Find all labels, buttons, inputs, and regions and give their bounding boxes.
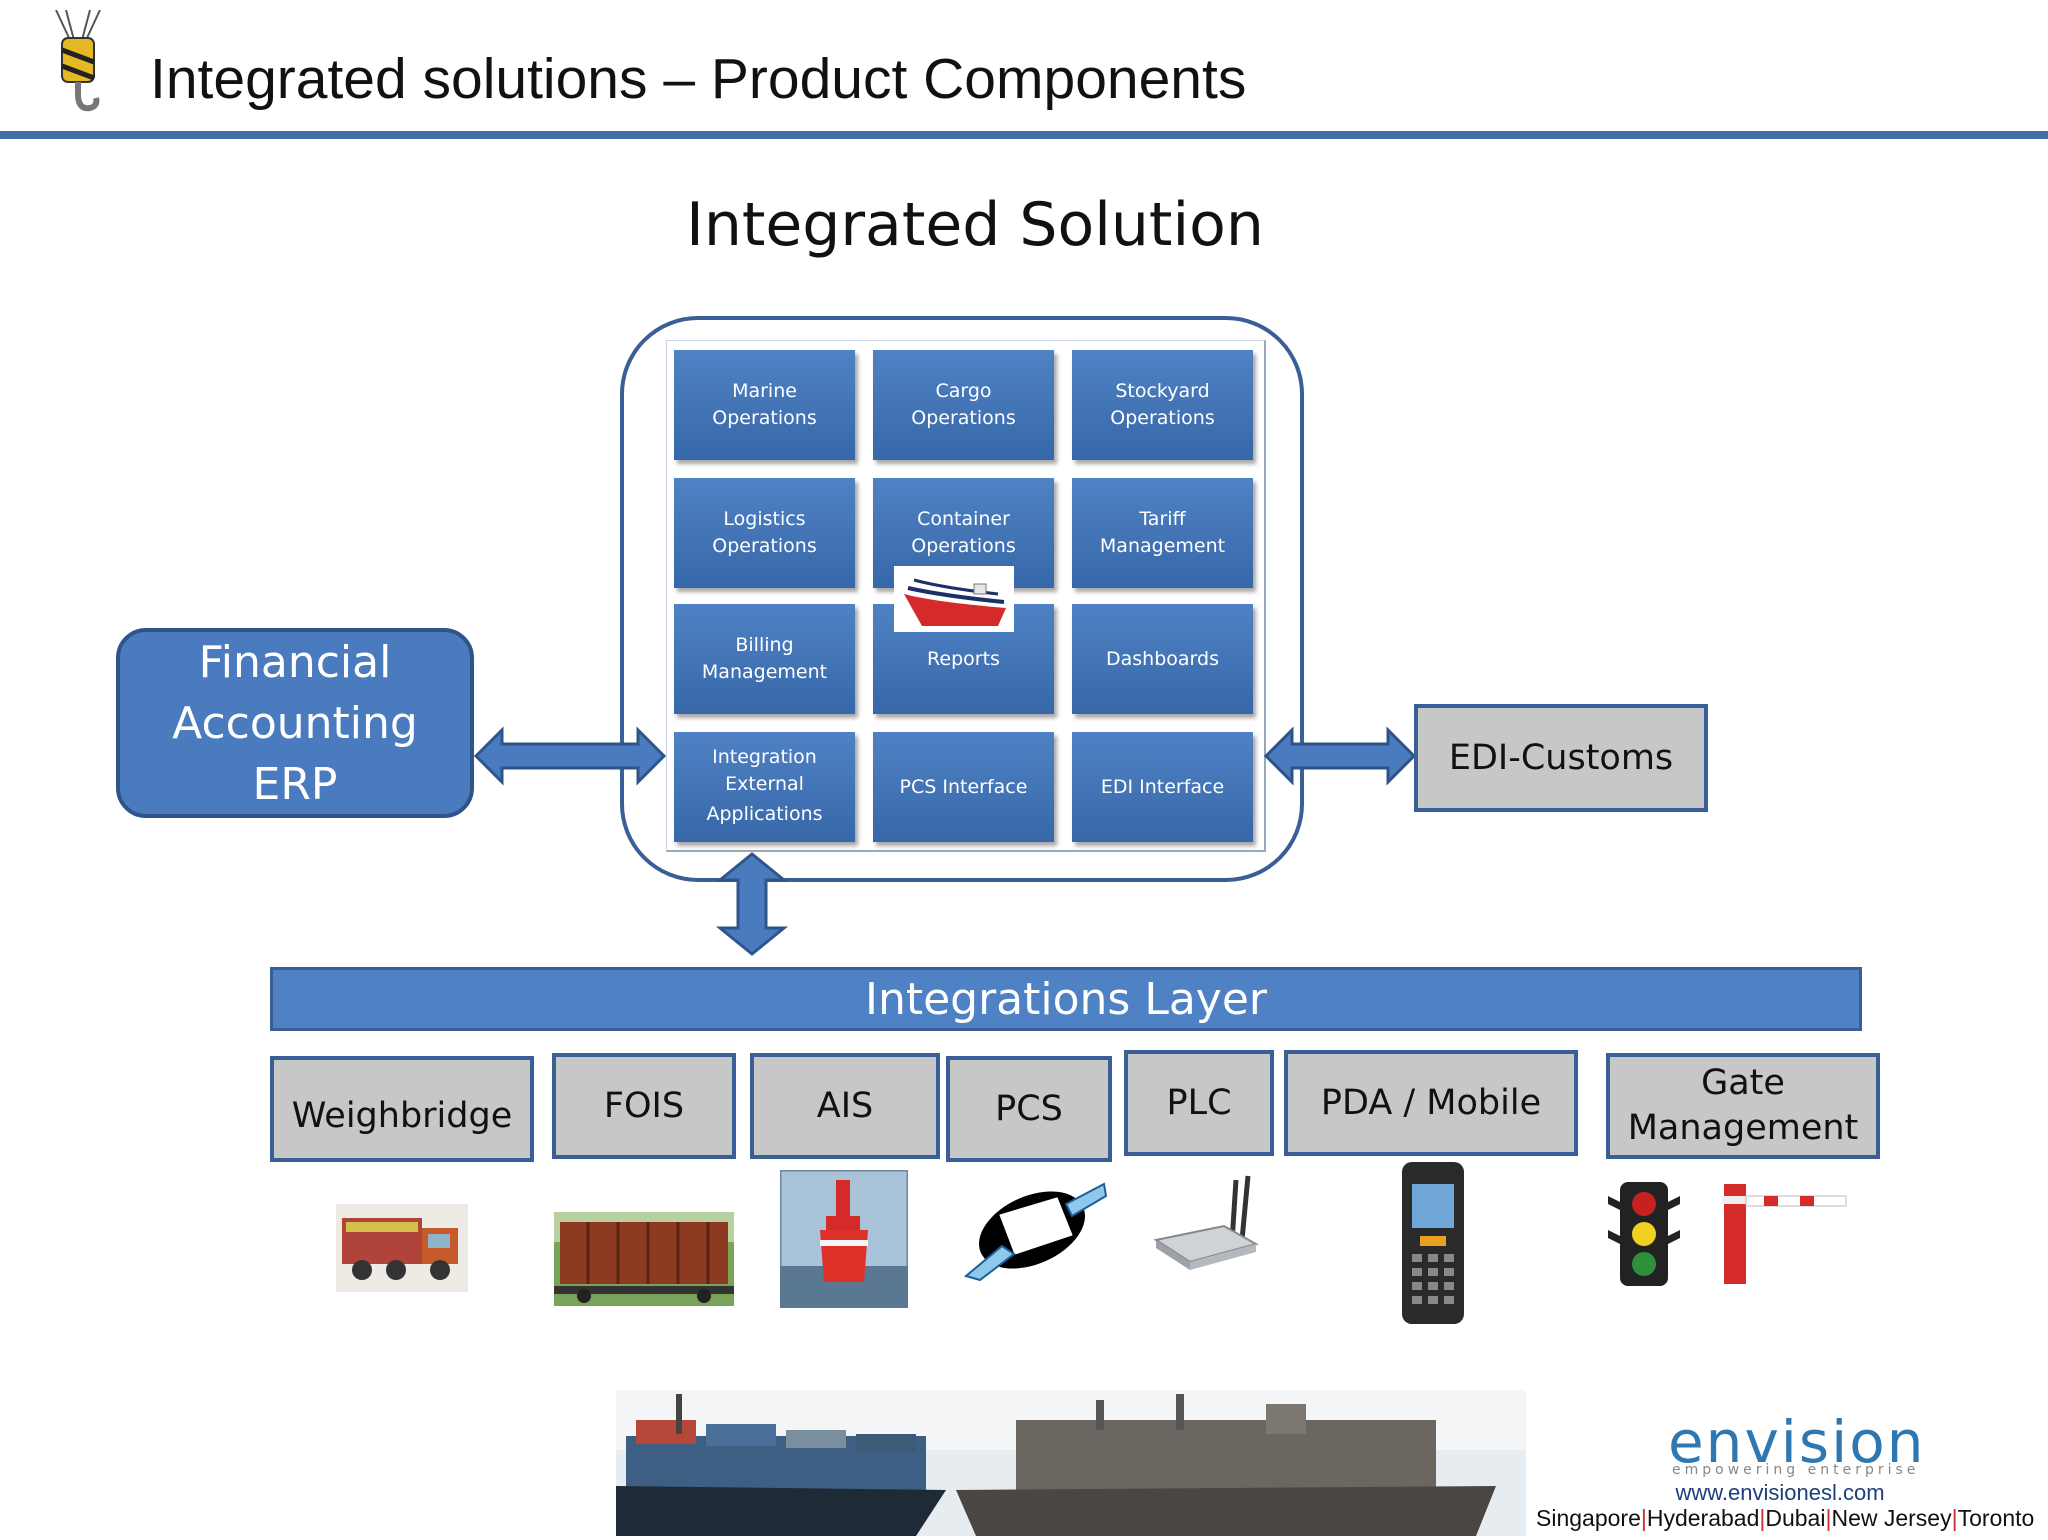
- tile-label: Stockyard: [1115, 380, 1210, 402]
- financial-label: Financial: [198, 636, 392, 688]
- tile-label: Cargo: [935, 380, 992, 402]
- tile-dashboards[interactable]: Dashboards: [1072, 604, 1253, 714]
- slide-title: Integrated solutions – Product Component…: [150, 47, 1247, 111]
- tile-label: Operations: [712, 407, 817, 429]
- tile-label: External: [725, 772, 804, 795]
- component-label: Gate: [1701, 1063, 1785, 1103]
- buoy-icon: [778, 1168, 910, 1310]
- container-ship-photo: [616, 1390, 1526, 1536]
- tile-label: Container: [917, 508, 1010, 530]
- office-cities: Singapore|Hyderabad|Dubai|New Jersey|Tor…: [1536, 1505, 2035, 1531]
- truck-icon: [336, 1204, 468, 1292]
- tile-label: Operations: [911, 407, 1016, 429]
- component-label: PLC: [1166, 1082, 1232, 1123]
- tile-label: Operations: [911, 535, 1016, 557]
- router-icon: [1150, 1170, 1260, 1280]
- component-label: Weighbridge: [291, 1095, 513, 1136]
- traffic-light-barrier-icon: [1604, 1176, 1850, 1288]
- tile-label: Management: [701, 661, 828, 683]
- rail-wagon-icon: [554, 1212, 734, 1306]
- financial-accounting-erp-box[interactable]: Financial Accounting ERP: [116, 628, 474, 818]
- tile-label: Tariff: [1139, 508, 1186, 530]
- diagram-title: Integrated Solution: [686, 190, 1264, 260]
- tile-label: Management: [1099, 535, 1226, 557]
- double-arrow-left-connector: [472, 726, 668, 786]
- tile-label: Reports: [927, 647, 1000, 670]
- tile-label: Logistics: [723, 508, 806, 530]
- tile-label: Marine: [732, 380, 797, 402]
- integrations-layer-bar[interactable]: Integrations Layer: [270, 967, 1862, 1031]
- component-label: AIS: [816, 1085, 874, 1126]
- component-pcs[interactable]: PCS: [946, 1056, 1112, 1162]
- component-pda-mobile[interactable]: PDA / Mobile: [1284, 1050, 1578, 1156]
- website-link[interactable]: www.envisionesl.com: [1675, 1480, 1885, 1505]
- tile-label: EDI Interface: [1100, 775, 1225, 798]
- tile-label: Billing: [735, 634, 794, 656]
- handheld-device-icon: [1398, 1160, 1468, 1326]
- component-label: PCS: [995, 1088, 1063, 1129]
- component-gate-management[interactable]: Gate Management: [1606, 1053, 1880, 1159]
- double-arrow-right-connector: [1262, 726, 1418, 786]
- component-ais[interactable]: AIS: [750, 1053, 940, 1159]
- crane-hook-icon: [48, 9, 108, 116]
- double-arrow-vertical-connector: [715, 852, 789, 956]
- tile-label: PCS Interface: [899, 775, 1028, 798]
- component-label: PDA / Mobile: [1320, 1082, 1542, 1123]
- ship-icon: [894, 566, 1014, 632]
- edi-customs-box[interactable]: EDI-Customs: [1414, 704, 1708, 812]
- city: Dubai: [1765, 1505, 1826, 1531]
- tile-label: Operations: [712, 535, 817, 557]
- tile-pcs-interface[interactable]: PCS Interface: [873, 732, 1054, 842]
- title-rule: [0, 131, 2048, 139]
- tile-edi-interface[interactable]: EDI Interface: [1072, 732, 1253, 842]
- handshake-icon: [962, 1176, 1108, 1282]
- tile-label: Integration: [712, 745, 817, 768]
- city: Hyderabad: [1646, 1505, 1760, 1531]
- component-weighbridge[interactable]: Weighbridge: [270, 1056, 534, 1162]
- envision-logo: envision: [1668, 1408, 1926, 1476]
- component-label: Management: [1627, 1108, 1859, 1148]
- component-fois[interactable]: FOIS: [552, 1053, 736, 1159]
- edi-customs-label: EDI-Customs: [1448, 737, 1674, 778]
- tile-label: Dashboards: [1106, 647, 1219, 670]
- city: Singapore: [1536, 1505, 1641, 1531]
- component-plc[interactable]: PLC: [1124, 1050, 1274, 1156]
- financial-label: Accounting: [172, 697, 418, 749]
- component-label: FOIS: [603, 1085, 685, 1126]
- financial-label: ERP: [252, 758, 338, 810]
- tile-label: Operations: [1110, 407, 1215, 429]
- solution-inner-frame: [666, 340, 1266, 852]
- tile-label: Applications: [706, 802, 823, 825]
- logo-tagline: empowering enterprise: [1672, 1462, 1920, 1478]
- city: New Jersey: [1831, 1505, 1952, 1531]
- city: Toronto: [1957, 1505, 2035, 1531]
- integrations-layer-label: Integrations Layer: [864, 973, 1268, 1025]
